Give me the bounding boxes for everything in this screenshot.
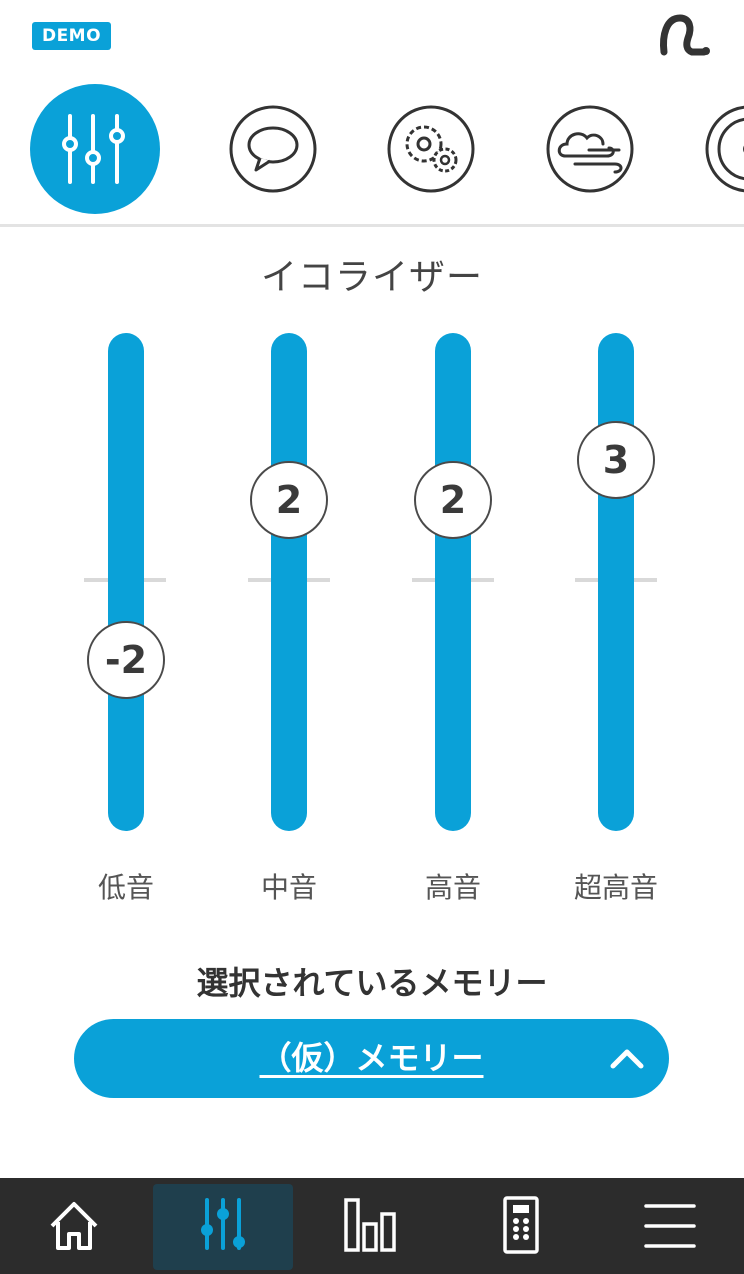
tab-home[interactable] (4, 1178, 144, 1274)
slider-track[interactable] (435, 333, 471, 831)
slider-track[interactable] (108, 333, 144, 831)
tab-remote[interactable] (451, 1178, 591, 1274)
memory-select-button[interactable]: （仮）メモリー (74, 1019, 669, 1098)
demo-badge: DEMO (32, 22, 111, 50)
slider-knob-bass[interactable]: -2 (87, 621, 165, 699)
hearing-aid-icon[interactable] (656, 12, 716, 58)
menu-icon (644, 1204, 696, 1248)
equalizer-icon (201, 1198, 245, 1250)
bottom-tab-bar (0, 1178, 744, 1274)
slider-treble[interactable] (435, 333, 471, 831)
slider-mid[interactable] (271, 333, 307, 831)
feature-nav (0, 84, 744, 214)
section-divider (0, 224, 744, 227)
slider-knob-mid[interactable]: 2 (250, 461, 328, 539)
slider-track[interactable] (598, 333, 634, 831)
slider-bass[interactable] (108, 333, 144, 831)
band-label-treble: 高音 (424, 871, 481, 904)
tab-equalizer[interactable] (153, 1178, 293, 1274)
slider-knob-ultra-high[interactable]: 3 (577, 421, 655, 499)
directional-feature-button[interactable] (704, 104, 744, 194)
speech-feature-button[interactable] (228, 104, 318, 194)
memory-title: 選択されているメモリー (196, 964, 548, 1002)
tab-statistics[interactable] (302, 1178, 442, 1274)
gears-feature-button[interactable] (386, 104, 476, 194)
band-label-bass: 低音 (97, 871, 154, 904)
bar-chart-icon (344, 1198, 396, 1252)
slider-track[interactable] (271, 333, 307, 831)
slider-ultra-high[interactable] (598, 333, 634, 831)
wind-feature-button[interactable] (545, 104, 635, 194)
home-icon (50, 1202, 98, 1250)
slider-knob-treble[interactable]: 2 (414, 461, 492, 539)
tab-menu[interactable] (600, 1178, 740, 1274)
equalizer-feature-button[interactable] (30, 84, 160, 214)
chevron-up-icon[interactable] (609, 1046, 645, 1070)
memory-selected-label[interactable]: （仮）メモリー (259, 1039, 484, 1077)
equalizer-title: イコライザー (260, 257, 483, 298)
remote-control-icon (503, 1196, 539, 1254)
band-label-ultra-high: 超高音 (573, 871, 658, 904)
band-label-mid: 中音 (260, 871, 317, 904)
